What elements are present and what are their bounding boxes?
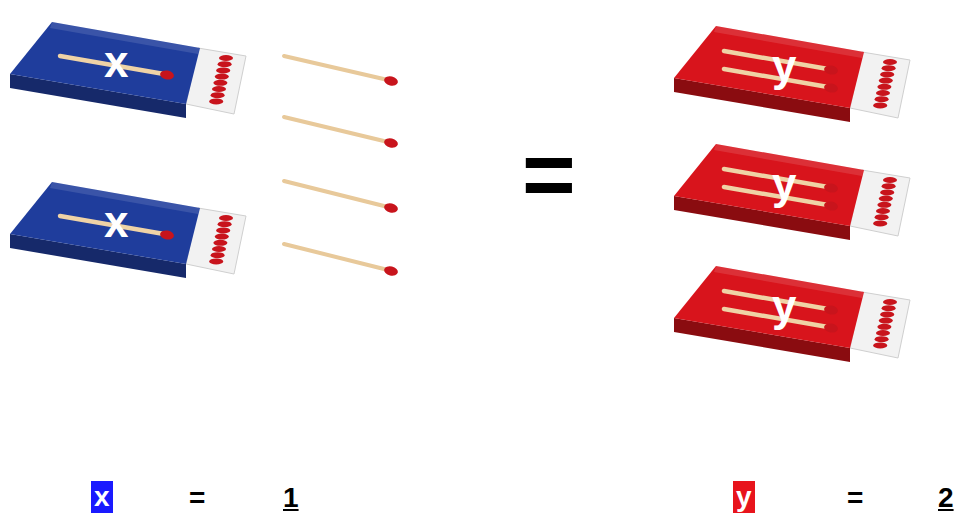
matchbox: x: [8, 18, 253, 130]
matchbox: y: [672, 262, 917, 374]
variable-letter: y: [772, 284, 796, 328]
variable-letter: x: [104, 200, 128, 244]
variable-highlight: x: [91, 481, 113, 513]
variable-letter: y: [772, 44, 796, 88]
equals-sign: =: [847, 484, 863, 512]
matchbox-illustration: [8, 18, 253, 130]
variable-letter: y: [772, 162, 796, 206]
variable-letter: x: [104, 40, 128, 84]
matchbox-illustration: [8, 178, 253, 290]
matchbox: y: [672, 22, 917, 134]
equals-sign: =: [522, 128, 576, 220]
loose-match: [284, 117, 399, 149]
value-number: 1: [283, 484, 299, 512]
equals-sign: =: [189, 484, 205, 512]
matchbox: y: [672, 140, 917, 252]
loose-match: [284, 56, 399, 87]
loose-match: [284, 244, 399, 277]
value-number: 2: [938, 484, 954, 512]
variable-letter: x: [94, 481, 110, 512]
variable-highlight: y: [733, 481, 755, 513]
variable-letter: y: [736, 481, 752, 512]
loose-match: [284, 181, 399, 214]
matchbox: x: [8, 178, 253, 290]
